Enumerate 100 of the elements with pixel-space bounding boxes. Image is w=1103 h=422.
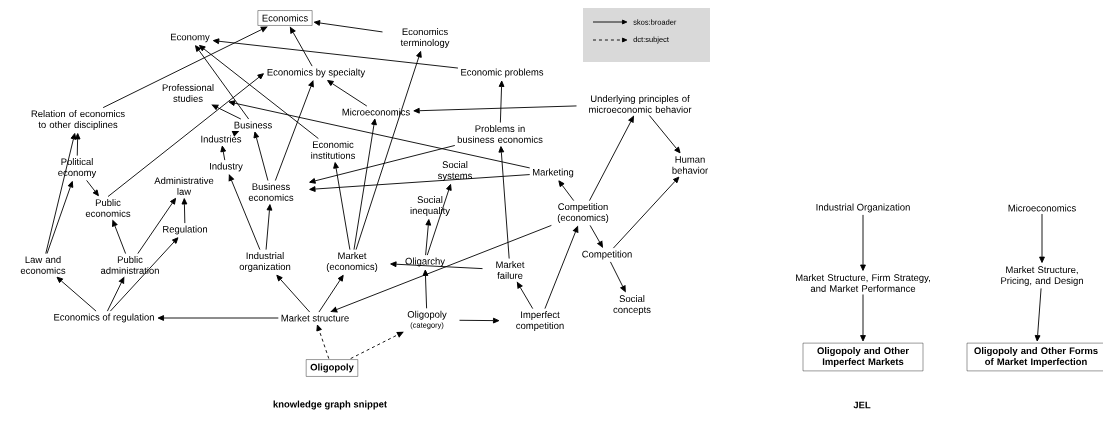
concept-label: Economics of regulation xyxy=(54,313,154,323)
arrow xyxy=(422,269,429,309)
concept-label: Market Structure, Firm Strategy, and Market Performance xyxy=(796,274,930,292)
arrow xyxy=(109,237,179,312)
arrow xyxy=(228,174,261,251)
arrow xyxy=(425,219,432,256)
arrow xyxy=(112,220,127,254)
category-box: Oligopoly and Other Forms of Market Imperfection xyxy=(966,342,1103,372)
concept-label: Industries xyxy=(201,135,242,143)
concept-label: Business economics xyxy=(248,183,294,201)
concept-label: Economy xyxy=(171,33,210,43)
arrow xyxy=(220,145,227,161)
arrow xyxy=(498,80,505,123)
concept-label: Imperfect competition xyxy=(516,311,564,331)
arrow xyxy=(459,317,500,324)
concept-label: Administrative law xyxy=(154,177,214,195)
arrow xyxy=(181,198,188,224)
arrow xyxy=(610,261,626,293)
arrow xyxy=(313,20,383,33)
concept-label: Economic problems xyxy=(461,68,544,78)
concept-label: Underlying principles of microeconomic behavior xyxy=(589,95,692,113)
arrow xyxy=(265,204,273,251)
arrow xyxy=(74,133,81,157)
concept-label: Competition (economics) xyxy=(557,203,609,223)
arrow xyxy=(1039,213,1045,263)
arrow xyxy=(253,131,269,181)
category-box: Oligopoly and Other Imperfect Markets xyxy=(802,342,924,372)
arrow xyxy=(860,214,866,271)
arrow xyxy=(498,146,510,259)
arrow xyxy=(413,105,577,114)
arrow xyxy=(558,180,575,202)
arrow xyxy=(612,176,680,249)
concept-label: Microeconomics xyxy=(1008,204,1076,212)
concept-label: Oligarchy xyxy=(405,257,445,267)
arrow xyxy=(648,115,681,154)
arrow xyxy=(318,274,344,313)
arrow xyxy=(350,331,404,359)
arrow xyxy=(137,197,176,254)
arrow xyxy=(516,282,534,310)
category-box: Oligopoly xyxy=(306,359,359,377)
concept-box: Economics xyxy=(257,10,313,26)
arrow xyxy=(274,80,314,181)
arrow xyxy=(309,174,531,192)
arrow xyxy=(86,179,99,197)
arrow xyxy=(211,104,242,120)
arrow xyxy=(333,162,351,251)
arrow xyxy=(276,274,311,313)
arrow xyxy=(309,145,456,184)
arrow xyxy=(231,130,239,137)
concept-label: Economics terminology xyxy=(400,28,450,48)
concept-label: Industrial organization xyxy=(239,252,291,272)
concept-label: Competition xyxy=(582,250,632,260)
arrow xyxy=(228,100,531,169)
graph-caption: knowledge graph snippet xyxy=(273,400,387,410)
arrow xyxy=(316,324,330,359)
arrow xyxy=(355,51,422,251)
arrow xyxy=(102,26,268,109)
arrow xyxy=(390,261,483,270)
arrow xyxy=(544,226,579,310)
concept-label: Marketing xyxy=(533,168,574,178)
arrow xyxy=(45,133,77,254)
arrow xyxy=(353,118,377,251)
concept-label: Industrial Organization xyxy=(816,203,910,213)
concept-label: Relation of economics to other disciplines xyxy=(31,110,125,130)
concept-label: Business xyxy=(234,121,272,129)
arrow xyxy=(107,73,264,197)
concept-label: Public economics xyxy=(85,199,131,217)
arrow xyxy=(212,38,459,69)
concept-label: Social systems xyxy=(437,161,472,181)
arrow xyxy=(589,224,603,248)
concept-label: Economic institutions xyxy=(311,141,355,159)
arrow xyxy=(330,224,552,313)
concept-label: Political economy xyxy=(58,158,97,178)
concept-label: Social inequality xyxy=(410,196,450,216)
concept-label: Microeconomics xyxy=(342,108,410,116)
concept-label: Regulation xyxy=(163,225,207,235)
concept-label: Market Structure, Pricing, and Design xyxy=(1001,266,1083,286)
arrow xyxy=(56,276,97,312)
concept-label: Market (economics) xyxy=(326,252,378,272)
arrow xyxy=(157,315,279,321)
concept-label: Public administration xyxy=(100,256,159,274)
arrow xyxy=(199,45,319,139)
arrow xyxy=(46,181,74,254)
concept-label: Law and economics xyxy=(20,256,66,274)
concept-label: Professional studies xyxy=(162,84,214,102)
concept-label: Problems in business economics xyxy=(457,125,543,143)
arrow xyxy=(289,27,313,67)
concept-label: Market structure xyxy=(281,314,349,322)
concept-label: Industry xyxy=(210,162,243,172)
arrow xyxy=(1034,287,1042,342)
arrow xyxy=(860,294,866,342)
concept-label: Social concepts xyxy=(613,295,651,315)
arrow xyxy=(106,277,125,312)
concept-label: Market failure xyxy=(496,261,525,279)
arrow xyxy=(327,80,368,107)
arrow xyxy=(589,116,634,202)
arrow xyxy=(195,45,250,120)
concept-label: Human behavior xyxy=(672,156,708,174)
concept-label: Economics by specialty xyxy=(267,68,366,78)
arrow xyxy=(426,184,452,256)
